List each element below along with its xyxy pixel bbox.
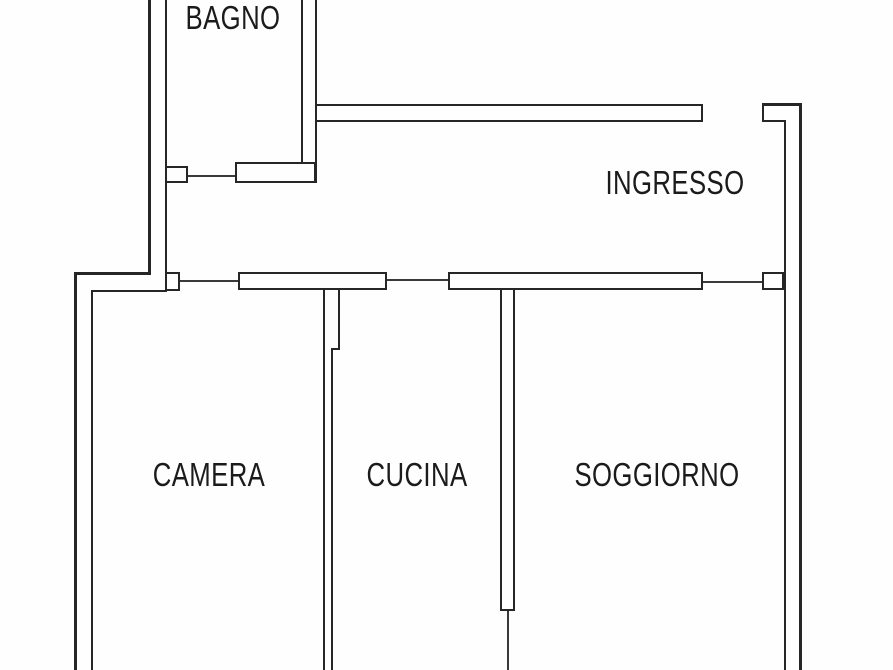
- room-label-camera: CAMERA: [152, 456, 266, 493]
- room-label-soggiorno: SOGGIORNO: [574, 456, 740, 493]
- wall-ingresso-north: [315, 104, 703, 122]
- wall-left-inner: [91, 290, 93, 670]
- wall-bagno-bottom: [235, 162, 316, 183]
- wall-rooms-north-west: [238, 272, 387, 290]
- wall-camera-cucina-step: [331, 348, 340, 350]
- wall-cucina-soggiorno-right: [513, 290, 515, 611]
- door-threshold-soggiorno: [703, 281, 762, 283]
- wall-corridor-inner-lower: [165, 183, 167, 273]
- wall-cucina-soggiorno-left: [500, 290, 502, 611]
- wall-bagno-right-inner: [301, 0, 303, 164]
- wall-left-outer: [74, 272, 77, 670]
- wall-entry-cap-bottom: [762, 120, 786, 122]
- wall-bagno-left-upper: [165, 0, 167, 167]
- wall-corridor-outer-left: [148, 0, 151, 274]
- door-jamb-camera: [165, 272, 180, 291]
- wall-cucina-soggiorno-cap: [500, 609, 515, 611]
- wall-camera-cucina-right-lower: [331, 348, 333, 670]
- room-label-cucina: CUCINA: [366, 456, 468, 493]
- wall-left-top-inner: [91, 290, 167, 292]
- door-threshold-cucina-soggiorno: [507, 611, 509, 670]
- wall-rooms-north-east: [448, 272, 703, 290]
- door-threshold-camera: [180, 280, 238, 282]
- wall-camera-cucina-right-upper: [338, 288, 340, 350]
- wall-camera-cucina-left: [323, 288, 325, 670]
- wall-entry-cap-left: [762, 103, 764, 122]
- wall-right-inner: [784, 121, 786, 670]
- room-label-ingresso: INGRESSO: [605, 164, 745, 201]
- door-threshold-cucina: [387, 279, 448, 281]
- door-jamb-bagno: [165, 166, 188, 183]
- wall-entry-cap-top: [762, 103, 800, 106]
- wall-bagno-right-outer: [315, 0, 317, 183]
- door-threshold-bagno: [188, 175, 235, 177]
- wall-left-top-outer: [74, 272, 151, 275]
- door-jamb-entry-south: [762, 272, 784, 290]
- room-label-bagno: BAGNO: [185, 0, 281, 36]
- wall-right-outer: [799, 103, 802, 670]
